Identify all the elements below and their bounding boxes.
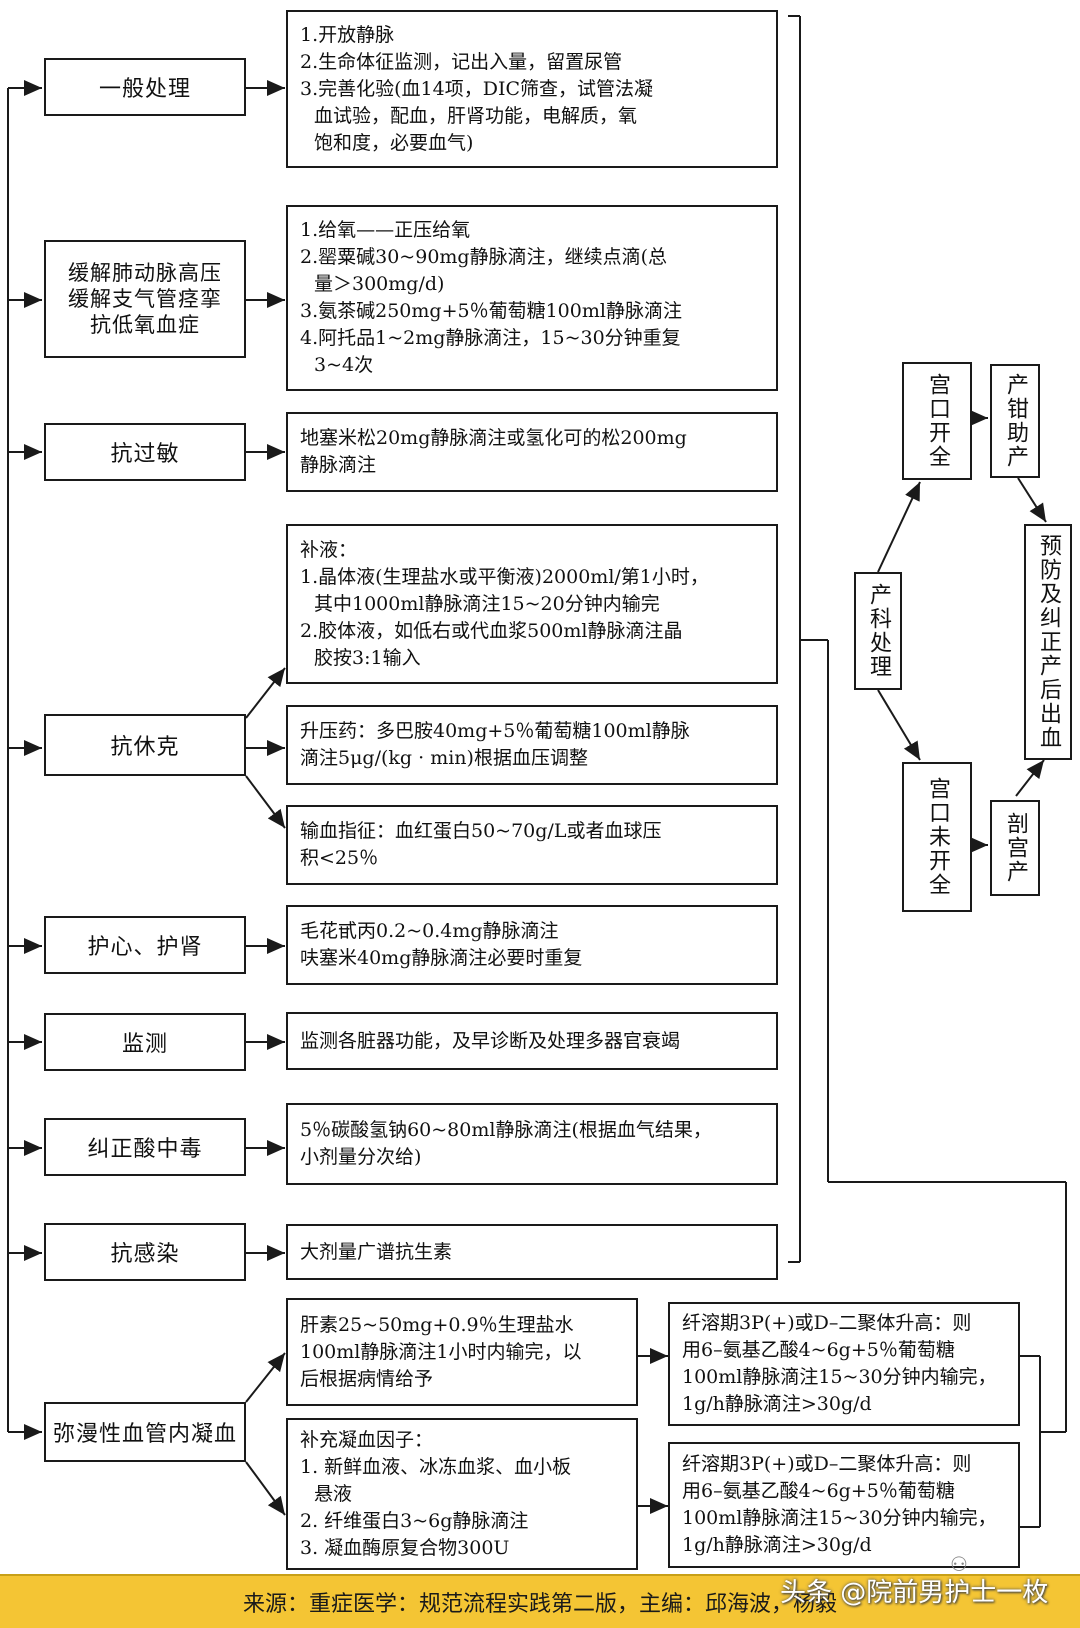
detail-line: 地塞米松20mg静脉滴注或氢化可的松200mg (300, 427, 687, 449)
cervix-full-label: 宫口开全 (925, 373, 950, 469)
category-dic-label: 弥漫性血管内凝血 (52, 1422, 237, 1447)
detail-line: 纤溶期3P(+)或D–二聚体升高：则 (682, 1312, 972, 1334)
detail-dic-fibrinolysis-1: 纤溶期3P(+)或D–二聚体升高：则 用6–氨基乙酸4~6g+5％葡萄糖 100… (668, 1302, 1020, 1426)
cervix-not-full-box: 宫口未开全 (902, 762, 972, 912)
detail-line: 3.氨茶碱250mg+5％葡萄糖100ml静脉滴注 (300, 300, 682, 322)
detail-line: 2.罂粟碱30~90mg静脉滴注，继续点滴(总 (300, 246, 667, 268)
category-shock-label: 抗休克 (110, 735, 180, 760)
category-heart-kidney-label: 护心、护肾 (87, 935, 203, 960)
cervix-full-box: 宫口开全 (902, 362, 972, 480)
detail-line: 1g/h静脉滴注>30g/d (682, 1534, 872, 1556)
cesarean-box: 剖宫产 (990, 800, 1040, 896)
category-dic: 弥漫性血管内凝血 (44, 1402, 246, 1462)
detail-line: 2. 纤维蛋白3~6g静脉滴注 (300, 1509, 529, 1532)
prevent-hemorrhage-label: 预防及纠正产后出血 (1036, 534, 1061, 750)
detail-dic-heparin: 肝素25~50mg+0.9％生理盐水 100ml静脉滴注1小时内输完，以 后根据… (286, 1298, 638, 1406)
category-pulmonary: 缓解肺动脉高压 缓解支气管痉挛 抗低氧血症 (44, 240, 246, 358)
detail-line: 大剂量广谱抗生素 (300, 1240, 453, 1263)
detail-line: 100ml静脉滴注15~30分钟内输完， (682, 1366, 997, 1388)
cervix-not-full-label: 宫口未开全 (925, 777, 950, 897)
detail-acidosis: 5％碳酸氢钠60~80ml静脉滴注(根据血气结果， 小剂量分次给) (286, 1103, 778, 1185)
category-monitor: 监测 (44, 1013, 246, 1071)
detail-dic-fibrinolysis-2: 纤溶期3P(+)或D–二聚体升高：则 用6–氨基乙酸4~6g+5％葡萄糖 100… (668, 1442, 1020, 1568)
detail-line: 纤溶期3P(+)或D–二聚体升高：则 (682, 1453, 972, 1475)
detail-dic-factors: 补充凝血因子： 1. 新鲜血液、冰冻血浆、血小板 悬液 2. 纤维蛋白3~6g静… (286, 1418, 638, 1570)
detail-line: 3.完善化验(血14项，DIC筛查，试管法凝 (300, 77, 653, 100)
detail-line: 补液： (300, 538, 358, 561)
detail-line: 补充凝血因子： (300, 1428, 434, 1451)
category-general-label: 一般处理 (98, 77, 191, 102)
detail-line: 1. 新鲜血液、冰冻血浆、血小板 (300, 1455, 572, 1478)
detail-infection: 大剂量广谱抗生素 (286, 1224, 778, 1280)
category-general: 一般处理 (44, 58, 246, 116)
detail-line: 2.生命体征监测，记出入量，留置尿管 (300, 50, 623, 73)
category-allergy: 抗过敏 (44, 423, 246, 481)
detail-line: 监测各脏器功能，及早诊断及处理多器官衰竭 (300, 1029, 681, 1052)
cesarean-label: 剖宫产 (1003, 812, 1028, 884)
detail-shock-pressor: 升压药：多巴胺40mg+5％葡萄糖100ml静脉 滴注5μg/(kg · min… (286, 705, 778, 785)
detail-line: 5％碳酸氢钠60~80ml静脉滴注(根据血气结果， (300, 1119, 712, 1141)
prevent-hemorrhage-box: 预防及纠正产后出血 (1024, 524, 1072, 760)
category-pulmonary-line-1: 缓解肺动脉高压 (68, 261, 222, 285)
detail-monitor: 监测各脏器功能，及早诊断及处理多器官衰竭 (286, 1012, 778, 1070)
obstetric-main-label: 产科处理 (866, 583, 891, 679)
category-infection-label: 抗感染 (110, 1242, 180, 1267)
detail-line: 100ml静脉滴注15~30分钟内输完， (682, 1507, 997, 1529)
detail-line: 输血指征：血红蛋白50~70g/L或者血球压 (300, 820, 662, 842)
detail-shock-fluid: 补液： 1.晶体液(生理盐水或平衡液)2000ml/第1小时， 其中1000ml… (286, 524, 778, 684)
detail-line: 用6–氨基乙酸4~6g+5％葡萄糖 (682, 1480, 955, 1502)
forceps-box: 产钳助产 (990, 364, 1040, 478)
detail-line: 1.晶体液(生理盐水或平衡液)2000ml/第1小时， (300, 565, 709, 588)
detail-shock-transfusion: 输血指征：血红蛋白50~70g/L或者血球压 积<25％ (286, 805, 778, 885)
detail-line: 用6–氨基乙酸4~6g+5％葡萄糖 (682, 1339, 955, 1361)
detail-line: 饱和度，必要血气) (314, 131, 474, 154)
category-acidosis-label: 纠正酸中毒 (87, 1137, 203, 1162)
detail-line: 量＞300mg/d) (314, 273, 445, 295)
detail-line: 呋塞米40mg静脉滴注必要时重复 (300, 947, 583, 969)
detail-allergy: 地塞米松20mg静脉滴注或氢化可的松200mg 静脉滴注 (286, 412, 778, 492)
category-pulmonary-line-3: 抗低氧血症 (90, 313, 200, 337)
watermark-icon: ⚇ (950, 1552, 968, 1576)
category-shock: 抗休克 (44, 714, 246, 776)
forceps-label: 产钳助产 (1003, 373, 1028, 469)
detail-pulmonary: 1.给氧——正压给氧 2.罂粟碱30~90mg静脉滴注，继续点滴(总 量＞300… (286, 205, 778, 391)
detail-line: 血试验，配血，肝肾功能，电解质，氧 (314, 104, 638, 127)
category-allergy-label: 抗过敏 (110, 442, 180, 467)
detail-line: 其中1000ml静脉滴注15~20分钟内输完 (314, 592, 660, 615)
detail-line: 积<25％ (300, 847, 379, 869)
detail-line: 小剂量分次给) (300, 1146, 422, 1168)
watermark-text: 头条 @院前男护士一枚 (780, 1578, 1049, 1608)
detail-line: 1.给氧——正压给氧 (300, 219, 471, 241)
detail-line: 滴注5μg/(kg · min)根据血压调整 (300, 747, 588, 769)
detail-line: 静脉滴注 (300, 454, 377, 476)
detail-line: 1.开放静脉 (300, 23, 395, 46)
obstetric-main-box: 产科处理 (854, 572, 902, 690)
watermark: 头条 @院前男护士一枚 (780, 1572, 1048, 1609)
detail-line: 100ml静脉滴注1小时内输完，以 (300, 1340, 582, 1363)
detail-general: 1.开放静脉 2.生命体征监测，记出入量，留置尿管 3.完善化验(血14项，DI… (286, 10, 778, 168)
category-monitor-label: 监测 (121, 1032, 168, 1057)
detail-line: 后根据病情给予 (300, 1367, 434, 1390)
detail-line: 4.阿托品1~2mg静脉滴注，15~30分钟重复 (300, 327, 681, 349)
category-infection: 抗感染 (44, 1223, 246, 1281)
source-footer: 来源：重症医学：规范流程实践第二版，主编：邱海波，杨毅 (0, 1574, 1080, 1628)
detail-line: 胶按3:1输入 (314, 646, 421, 669)
detail-line: 悬液 (314, 1482, 353, 1505)
category-pulmonary-line-2: 缓解支气管痉挛 (68, 287, 222, 311)
detail-line: 3~4次 (314, 354, 374, 376)
detail-line: 2.胶体液，如低右或代血浆500ml静脉滴注晶 (300, 619, 683, 642)
category-heart-kidney: 护心、护肾 (44, 916, 246, 974)
detail-line: 3. 凝血酶原复合物300U (300, 1536, 510, 1559)
detail-line: 肝素25~50mg+0.9％生理盐水 (300, 1313, 574, 1336)
source-text: 来源：重症医学：规范流程实践第二版，主编：邱海波，杨毅 (242, 1592, 837, 1617)
category-acidosis: 纠正酸中毒 (44, 1118, 246, 1176)
detail-line: 升压药：多巴胺40mg+5％葡萄糖100ml静脉 (300, 720, 690, 742)
detail-heart-kidney: 毛花甙丙0.2~0.4mg静脉滴注 呋塞米40mg静脉滴注必要时重复 (286, 905, 778, 985)
detail-line: 1g/h静脉滴注>30g/d (682, 1393, 872, 1415)
detail-line: 毛花甙丙0.2~0.4mg静脉滴注 (300, 920, 559, 942)
